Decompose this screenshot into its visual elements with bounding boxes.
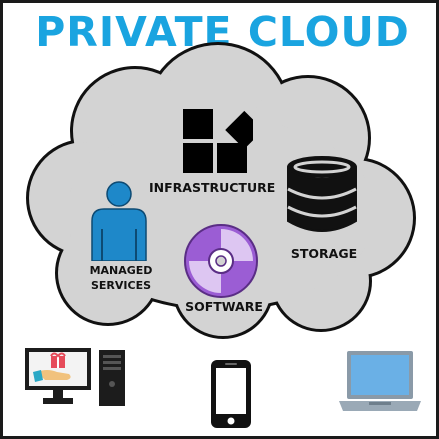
laptop-icon [339, 351, 421, 411]
managed-services-label: MANAGED SERVICES [79, 263, 163, 293]
managed-label-line2: SERVICES [90, 279, 152, 292]
database-icon [287, 156, 357, 232]
infrastructure-label: INFRASTRUCTURE [149, 180, 276, 195]
smartphone-icon [211, 360, 251, 428]
user-icon [91, 181, 147, 261]
software-label: SOFTWARE [185, 299, 263, 314]
disc-icon [184, 224, 258, 298]
desktop-computer-icon [25, 348, 125, 406]
managed-label-line1: MANAGED [89, 264, 153, 277]
blocks-icon [183, 109, 253, 173]
storage-label: STORAGE [290, 246, 358, 261]
